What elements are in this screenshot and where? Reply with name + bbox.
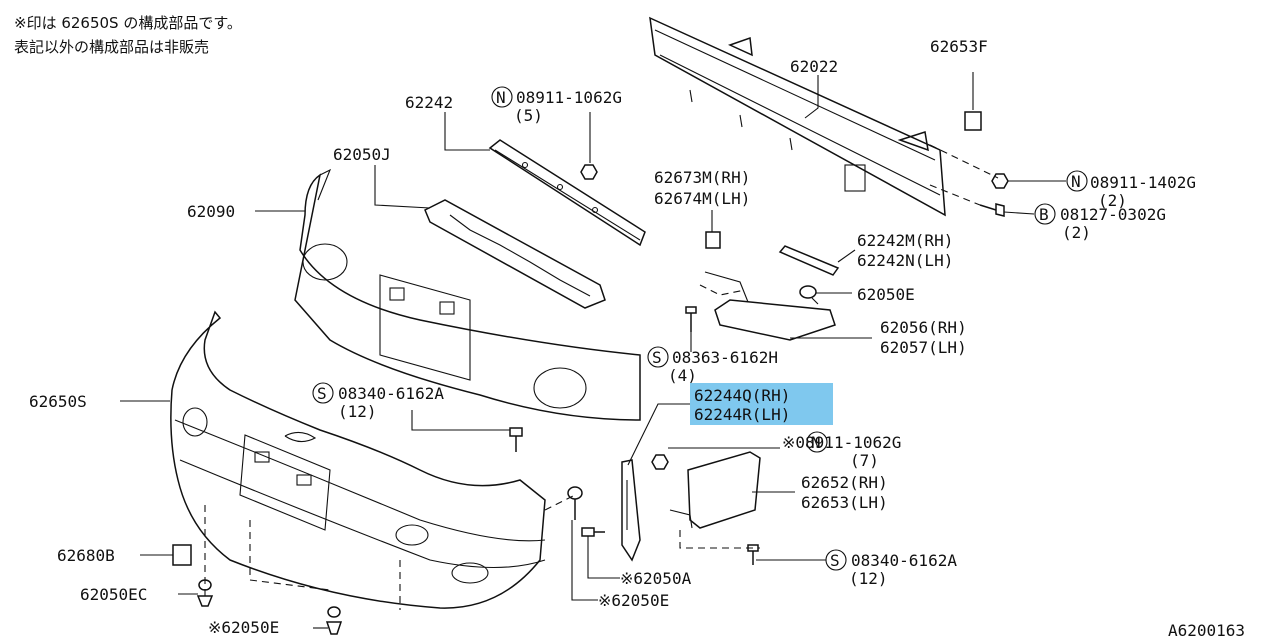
label-08340-6162A-left[interactable]: 08340-6162A [338, 384, 444, 403]
label-08911-1062G-top[interactable]: 08911-1062G [516, 88, 622, 107]
bracket-62673M-drawing[interactable] [705, 222, 721, 249]
bracket-62680B-icon[interactable] [172, 544, 192, 566]
clip-62050E-lower-icon[interactable] [325, 606, 343, 635]
diagram-id: A6200163 [1168, 621, 1245, 640]
label-08340-6162A-right[interactable]: 08340-6162A [851, 551, 957, 570]
label-62090[interactable]: 62090 [187, 202, 235, 221]
strip-62242M-drawing[interactable] [778, 245, 840, 276]
nut-symbol-letter: N [1071, 172, 1081, 191]
clip-62050A-icon[interactable] [581, 527, 605, 537]
clip-62050E-bottom-icon[interactable] [567, 486, 583, 520]
label-62050A[interactable]: ※62050A [620, 569, 692, 588]
label-62244Q[interactable]: 62244Q(RH) [694, 386, 790, 405]
label-62674M[interactable]: 62674M(LH) [654, 189, 750, 208]
bracket-62056-drawing[interactable] [699, 271, 836, 341]
nut-symbol-icon [806, 431, 828, 453]
label-08363-6162H[interactable]: 08363-6162H [672, 348, 778, 367]
label-62653[interactable]: 62653(LH) [801, 493, 888, 512]
label-62244R[interactable]: 62244R(LH) [694, 405, 790, 424]
bolt-symbol-icon [1034, 203, 1056, 225]
label-62050E-bottom[interactable]: ※62050E [598, 591, 669, 610]
nut-icon[interactable] [991, 173, 1009, 189]
retainer-62242-drawing[interactable] [488, 139, 646, 247]
label-62050EC[interactable]: 62050EC [80, 585, 147, 604]
leader-62244 [627, 403, 690, 466]
label-62242N[interactable]: 62242N(LH) [857, 251, 953, 270]
screw-right-icon[interactable] [747, 544, 759, 565]
nut-small-icon[interactable] [580, 164, 598, 180]
clip-62050E-right-drawing[interactable] [799, 285, 819, 305]
label-08911-1402G[interactable]: 08911-1402G [1090, 173, 1196, 192]
clip-62050EC-icon[interactable] [196, 579, 214, 607]
clip-62653F-drawing[interactable] [964, 111, 982, 131]
label-62050J[interactable]: 62050J [333, 145, 391, 164]
label-62050E-lower-left[interactable]: ※62050E [208, 618, 279, 637]
label-08127-0302G[interactable]: 08127-0302G [1060, 205, 1166, 224]
label-08911-1062G-mid[interactable]: ※08911-1062G [782, 433, 901, 452]
label-62057[interactable]: 62057(LH) [880, 338, 967, 357]
qty-08911-1062G-mid: (7) [850, 451, 879, 470]
qty-08911-1062G-top: (5) [514, 106, 543, 125]
label-62050E-right[interactable]: 62050E [857, 285, 915, 304]
screw-symbol-icon [825, 549, 847, 571]
label-62673M[interactable]: 62673M(RH) [654, 168, 750, 187]
bolt-symbol-letter: B [1039, 205, 1049, 224]
screw-symbol-letter: S [652, 348, 662, 367]
leader-62242 [444, 112, 490, 151]
qty-08340-6162A-left: (12) [338, 402, 377, 421]
label-62650S[interactable]: 62650S [29, 392, 87, 411]
label-62680B[interactable]: 62680B [57, 546, 115, 565]
label-62022[interactable]: 62022 [790, 57, 838, 76]
label-62242[interactable]: 62242 [405, 93, 453, 112]
screw-symbol-icon [312, 382, 334, 404]
screw-icon[interactable] [685, 306, 697, 332]
qty-08363-6162H: (4) [668, 366, 697, 385]
dash-nut-1402 [929, 144, 999, 179]
absorber-62090-drawing[interactable] [294, 168, 641, 421]
note-line-1: ※印は 62650S の構成部品です。 [14, 14, 242, 32]
screw-symbol-letter: S [317, 384, 327, 403]
label-62652[interactable]: 62652(RH) [801, 473, 888, 492]
screw-symbol-letter: S [830, 551, 840, 570]
label-62653F[interactable]: 62653F [930, 37, 988, 56]
label-62242M[interactable]: 62242M(RH) [857, 231, 953, 250]
screw-symbol-icon [647, 346, 669, 368]
label-62056[interactable]: 62056(RH) [880, 318, 967, 337]
leader-62022 [804, 75, 819, 119]
leader-62050J [374, 165, 431, 209]
bolt-icon[interactable] [979, 203, 1005, 217]
nut-symbol-icon [491, 86, 513, 108]
bracket-62050J-drawing[interactable] [424, 199, 606, 309]
nut-symbol-icon [1066, 170, 1088, 192]
highlight-62244 [690, 383, 833, 425]
nut-symbol-letter: N [496, 88, 506, 107]
qty-08127-0302G: (2) [1062, 223, 1091, 242]
reinforcement-62022-drawing[interactable] [649, 16, 946, 217]
nut-symbol-letter: N [811, 433, 821, 452]
note-line-2: 表記以外の構成部品は非販売 [14, 38, 209, 56]
screw-left-icon[interactable] [509, 427, 523, 452]
qty-08340-6162A-right: (12) [849, 569, 888, 588]
bracket-62244-drawing[interactable] [621, 459, 641, 562]
qty-08911-1402G: (2) [1098, 191, 1127, 210]
bumper-fascia-62650S-drawing[interactable] [170, 310, 576, 610]
bracket-62652-drawing[interactable] [669, 451, 761, 549]
nut-mid-icon[interactable] [651, 454, 669, 470]
